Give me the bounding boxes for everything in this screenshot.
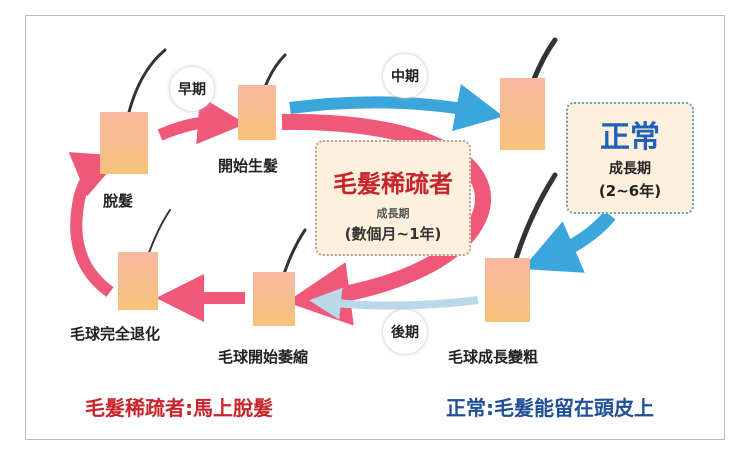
phase-early: 早期: [170, 67, 214, 111]
normal-duration: (2~6年): [598, 182, 662, 200]
sparse-box: 毛髮稀疏者 成長期 (數個月~1年): [315, 140, 471, 256]
arrow-sparse-loop: [281, 113, 491, 326]
arrow-middle-to-thick: [522, 210, 616, 273]
bottom-sparse: 毛髮稀疏者:馬上脫髮: [85, 396, 273, 420]
arrow-thick-to-shrink: [309, 287, 479, 320]
phase-middle: 中期: [383, 54, 427, 98]
label-thickening: 毛球成長變粗: [448, 348, 539, 366]
label-start-growth: 開始生髮: [218, 157, 279, 175]
label-degenerated: 毛球完全退化: [70, 325, 161, 343]
follicle-thick: [485, 258, 530, 322]
phase-late: 後期: [383, 310, 427, 354]
sparse-sub: 成長期: [376, 207, 410, 220]
frame: [25, 15, 725, 440]
normal-sub: 成長期: [609, 161, 651, 177]
label-shed: 脫髮: [103, 192, 134, 210]
sparse-title: 毛髮稀疏者: [333, 170, 453, 198]
follicle-degenerate: [118, 252, 158, 310]
label-shrinking: 毛球開始萎縮: [218, 348, 309, 366]
bottom-normal: 正常:毛髮能留在頭皮上: [446, 396, 654, 420]
follicle-shed: [100, 112, 148, 174]
arrow-degenerate-to-shed: [68, 152, 123, 297]
follicle-start: [238, 85, 276, 140]
normal-title: 正常: [600, 120, 660, 155]
follicle-shrink: [253, 272, 295, 326]
arrow-start-to-middle: [289, 83, 504, 132]
normal-box: 正常 成長期 (2~6年): [566, 102, 694, 214]
arrow-shed-to-start: [157, 96, 246, 145]
follicle-middle: [500, 78, 545, 150]
sparse-duration: (數個月~1年): [344, 225, 442, 243]
